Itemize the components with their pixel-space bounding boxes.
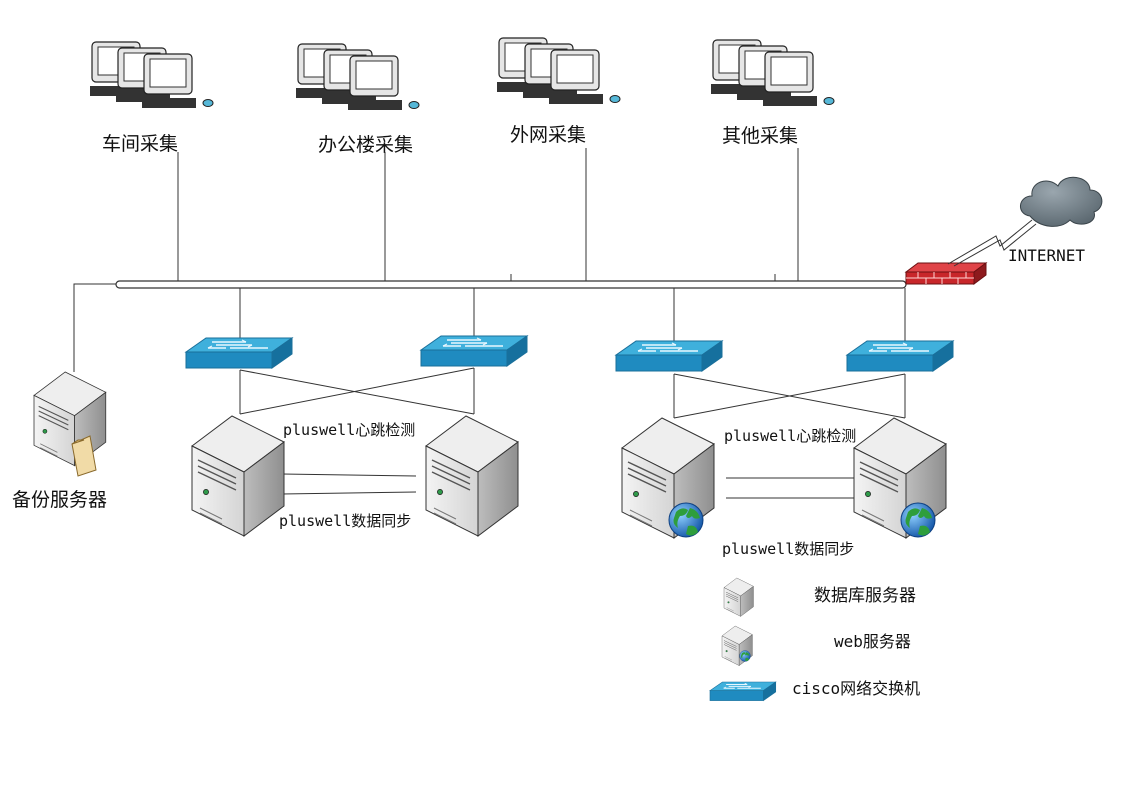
backup-server-icon <box>33 371 107 477</box>
switch-icon <box>420 335 528 367</box>
legend-web-server-icon <box>721 625 753 666</box>
database-server-icon <box>425 415 519 537</box>
workstation-cluster-icon <box>295 43 420 111</box>
web-heartbeat-label: pluswell心跳检测 <box>724 427 857 445</box>
group-label-external: 外网采集 <box>510 124 587 146</box>
web-server-icon <box>853 417 947 539</box>
group-label-other: 其他采集 <box>722 125 799 147</box>
firewall-icon <box>904 262 988 285</box>
legend-db-server-icon <box>723 577 754 617</box>
workstation-cluster-icon <box>710 39 835 107</box>
legend-switch-icon <box>709 681 777 702</box>
group-label-office: 办公楼采集 <box>318 134 414 156</box>
web-server-icon <box>621 417 715 539</box>
database-server-icon <box>191 415 285 537</box>
db-heartbeat-label: pluswell心跳检测 <box>283 421 416 439</box>
internet-label: INTERNET <box>1008 246 1086 265</box>
group-label-workshop: 车间采集 <box>102 133 179 155</box>
backup-server-label: 备份服务器 <box>12 489 108 511</box>
legend-switch-label: cisco网络交换机 <box>792 679 921 698</box>
switch-icon <box>615 340 723 372</box>
cloud-icon <box>1020 176 1103 227</box>
connection-lines <box>73 148 906 499</box>
legend-db-server-label: 数据库服务器 <box>814 586 916 606</box>
switch-icon <box>846 340 954 372</box>
workstation-cluster-icon <box>496 37 621 105</box>
switch-icon <box>185 337 293 369</box>
legend-web-server-label: web服务器 <box>834 632 911 651</box>
network-backbone <box>115 280 907 289</box>
web-sync-label: pluswell数据同步 <box>722 540 855 558</box>
workstation-cluster-icon <box>89 41 214 109</box>
db-sync-label: pluswell数据同步 <box>279 512 412 530</box>
